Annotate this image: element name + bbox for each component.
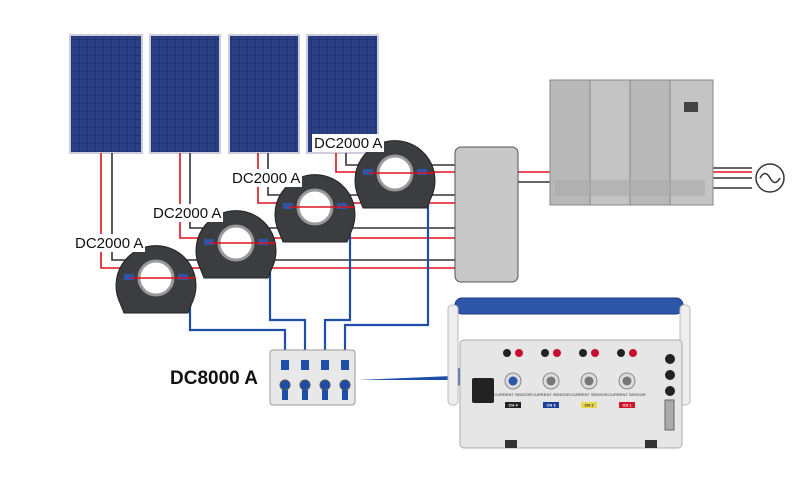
sensor-label: DC2000 A [314, 135, 382, 152]
junction-port [279, 360, 291, 400]
channel-label: CH 4 [508, 403, 518, 408]
signal-cables [188, 198, 430, 360]
junction-port [319, 360, 331, 400]
input-label: CURRENT SENSOR [608, 392, 646, 397]
junction-port [299, 360, 311, 400]
ac-grid-icon [755, 163, 785, 193]
channel-ch-2: CURRENT SENSOR CH 2 [570, 349, 608, 408]
channel-ch-1: CURRENT SENSOR CH 1 [608, 349, 646, 408]
current-sensor [115, 245, 197, 314]
current-sensor-input[interactable] [546, 376, 556, 386]
current-sensor [195, 210, 277, 279]
sensor-label: DC2000 A [232, 170, 300, 187]
solar-panel [306, 34, 379, 154]
current-sensor [354, 140, 436, 209]
channel-ch-4: CURRENT SENSOR CH 4 [494, 349, 532, 408]
sensor-label: DC2000 A [75, 235, 143, 252]
combiner-box [454, 146, 519, 283]
current-sensor-input[interactable] [584, 376, 594, 386]
solar-panel [228, 34, 300, 154]
junction-port [339, 360, 351, 400]
solar-panel [149, 34, 221, 154]
sensor-label: DC2000 A [153, 205, 221, 222]
solar-panels [69, 34, 379, 154]
current-sensor [274, 174, 356, 243]
channel-ch-3: CURRENT SENSOR CH 3 [532, 349, 570, 408]
current-sensor-input[interactable] [508, 376, 518, 386]
junction-box [269, 349, 356, 406]
channel-label: CH 3 [546, 403, 556, 408]
input-label: CURRENT SENSOR [494, 392, 532, 397]
channel-label: CH 1 [622, 403, 632, 408]
input-label: CURRENT SENSOR [570, 392, 608, 397]
input-label: CURRENT SENSOR [532, 392, 570, 397]
inverter-cabinet [549, 79, 714, 206]
solar-panel [69, 34, 143, 154]
current-sensor-input[interactable] [622, 376, 632, 386]
junction-label: DC8000 A [170, 368, 258, 389]
channel-label: CH 2 [584, 403, 594, 408]
